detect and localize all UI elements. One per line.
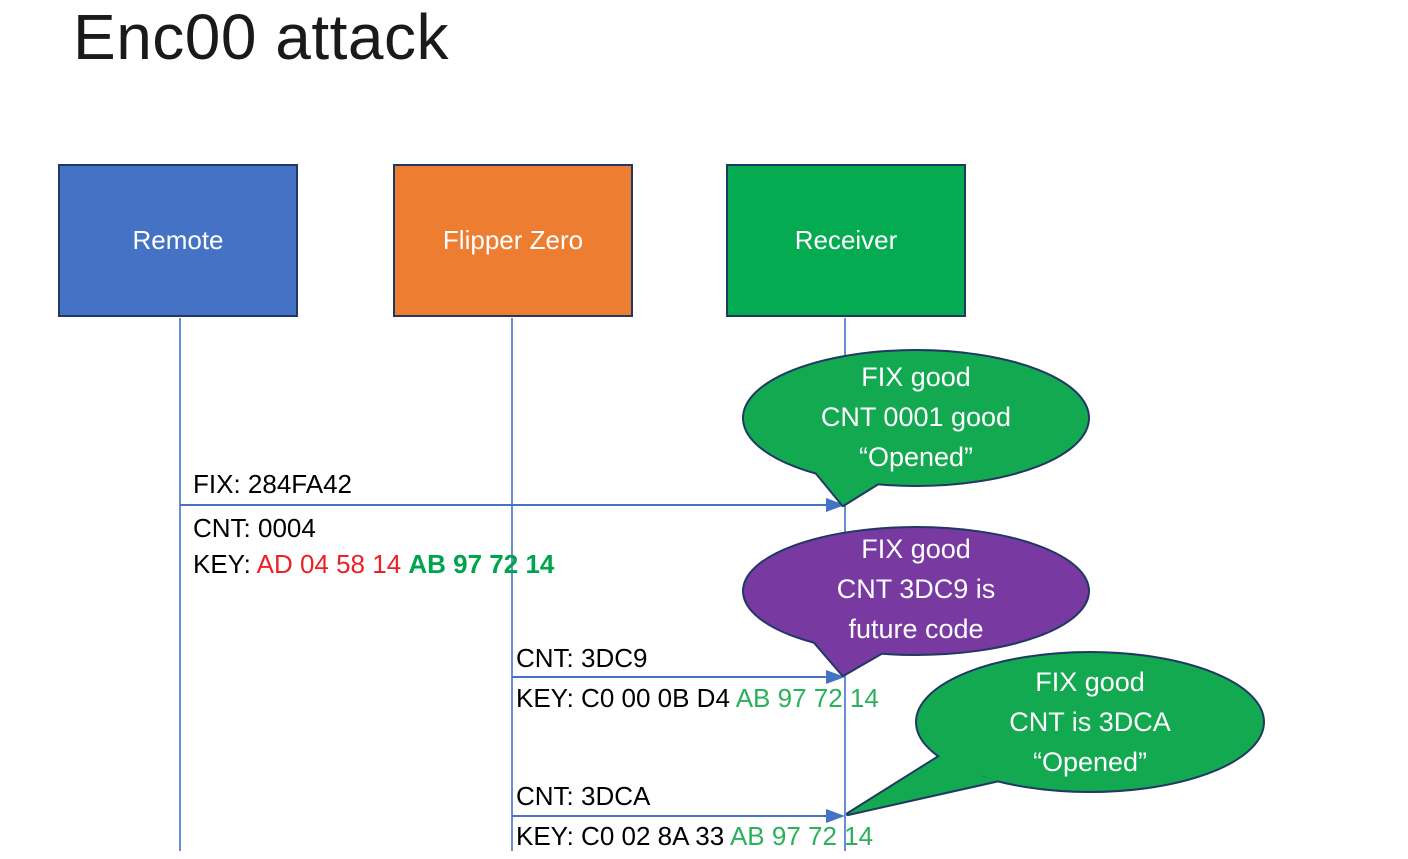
msg1-fix-label: FIX: 284FA42	[193, 469, 352, 499]
callout3-line2: CNT is 3DCA	[1009, 707, 1171, 737]
msg1-key-green-bytes: AB 97 72 14	[408, 549, 555, 579]
actor-box-flipper-zero: Flipper Zero	[393, 164, 633, 317]
callout3-line1: FIX good	[1035, 667, 1145, 697]
actor-label-remote: Remote	[132, 225, 224, 255]
actor-label-receiver: Receiver	[794, 225, 898, 255]
callout2-line3: future code	[848, 614, 984, 644]
arrowhead-msg1-icon	[826, 498, 845, 512]
slide-title: Enc00 attack	[73, 1, 449, 73]
callout1-line3: “Opened”	[858, 442, 974, 472]
callout3-line3: “Opened”	[1032, 747, 1148, 777]
msg2-cnt-label: CNT: 3DC9	[516, 643, 648, 673]
actor-box-remote: Remote	[58, 164, 298, 317]
msg2-key-label: KEY: C0 00 0B D4 AB 97 72 14	[516, 681, 879, 715]
callout1-line1: FIX good	[861, 362, 971, 392]
arrowhead-msg2-icon	[826, 670, 845, 684]
msg3-cnt-label: CNT: 3DCA	[516, 781, 651, 811]
callout-bubble-3	[846, 651, 1265, 816]
callout-bubble-2	[742, 526, 1090, 677]
arrowhead-msg3-icon	[826, 809, 845, 823]
callout1-text: FIX good CNT 0001 good “Opened”	[756, 357, 1076, 477]
msg1-key-red-bytes: AD 04 58 14	[256, 549, 409, 579]
msg3-key-label: KEY: C0 02 8A 33 AB 97 72 14	[516, 819, 873, 853]
actor-label-flipper-zero: Flipper Zero	[442, 225, 584, 255]
msg3-key-green-bytes: AB 97 72 14	[729, 821, 874, 851]
callout3-text: FIX good CNT is 3DCA “Opened”	[930, 662, 1250, 782]
callout2-text: FIX good CNT 3DC9 is future code	[756, 529, 1076, 649]
msg1-key-label: KEY: AD 04 58 14 AB 97 72 14	[193, 547, 554, 581]
msg2-key-prefix: KEY: C0 00 0B D4	[516, 683, 736, 713]
callout1-line2: CNT 0001 good	[820, 402, 1012, 432]
msg1-key-prefix: KEY:	[193, 549, 257, 579]
callout2-line1: FIX good	[861, 534, 971, 564]
callout-bubble-1	[742, 349, 1090, 507]
msg1-cnt-label: CNT: 0004	[193, 513, 316, 543]
msg2-key-green-bytes: AB 97 72 14	[735, 683, 879, 713]
callout2-line2: CNT 3DC9 is	[836, 574, 996, 604]
actor-box-receiver: Receiver	[726, 164, 966, 317]
msg3-key-prefix: KEY: C0 02 8A 33	[516, 821, 730, 851]
